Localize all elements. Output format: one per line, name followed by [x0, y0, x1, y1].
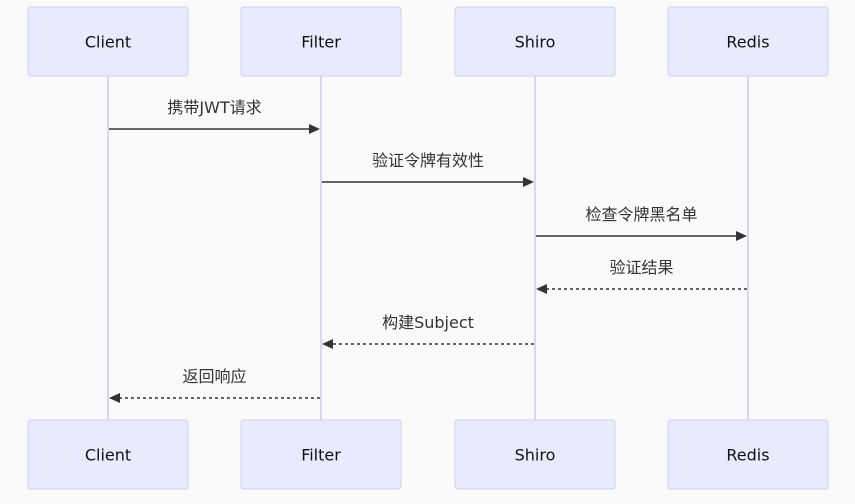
- arrowhead-icon: [309, 124, 320, 134]
- actors-bottom-row: Client Filter Shiro Redis: [27, 419, 829, 490]
- actor-label: Redis: [726, 446, 769, 465]
- actor-box: [667, 6, 829, 77]
- message-4: 验证结果: [536, 258, 747, 294]
- actor-shiro-top[interactable]: Shiro: [454, 6, 616, 77]
- message-label: 检查令牌黑名单: [585, 205, 697, 224]
- actor-box: [667, 419, 829, 490]
- actor-box: [454, 6, 616, 77]
- message-5: 构建Subject: [322, 313, 534, 349]
- message-3: 检查令牌黑名单: [536, 205, 747, 241]
- actor-shiro-bottom[interactable]: Shiro: [454, 419, 616, 490]
- arrowhead-icon: [109, 393, 120, 403]
- actor-client-bottom[interactable]: Client: [27, 419, 189, 490]
- arrowhead-icon: [536, 284, 547, 294]
- message-2: 验证令牌有效性: [322, 151, 534, 187]
- arrowhead-icon: [523, 177, 534, 187]
- message-label: 返回响应: [182, 367, 246, 386]
- message-label: 构建Subject: [382, 313, 474, 332]
- arrowhead-icon: [322, 339, 333, 349]
- message-label: 验证结果: [609, 258, 673, 277]
- actor-label: Client: [85, 446, 131, 465]
- actor-redis-top[interactable]: Redis: [667, 6, 829, 77]
- actor-filter-bottom[interactable]: Filter: [240, 419, 402, 490]
- actor-label: Client: [85, 33, 131, 52]
- actor-label: Redis: [726, 33, 769, 52]
- message-label: 携带JWT请求: [167, 98, 261, 117]
- actors-top-row: Client Filter Shiro Redis: [27, 6, 829, 77]
- actor-label: Shiro: [515, 33, 556, 52]
- message-1: 携带JWT请求: [109, 98, 320, 134]
- actor-box: [240, 419, 402, 490]
- message-6: 返回响应: [109, 367, 320, 403]
- actor-box: [27, 6, 189, 77]
- actor-filter-top[interactable]: Filter: [240, 6, 402, 77]
- actor-client-top[interactable]: Client: [27, 6, 189, 77]
- actor-box: [454, 419, 616, 490]
- arrowhead-icon: [736, 231, 747, 241]
- actor-label: Filter: [301, 446, 341, 465]
- actor-box: [27, 419, 189, 490]
- actor-redis-bottom[interactable]: Redis: [667, 419, 829, 490]
- actor-label: Filter: [301, 33, 341, 52]
- actor-box: [240, 6, 402, 77]
- message-label: 验证令牌有效性: [372, 151, 484, 170]
- actor-label: Shiro: [515, 446, 556, 465]
- lifelines-layer: [107, 76, 749, 420]
